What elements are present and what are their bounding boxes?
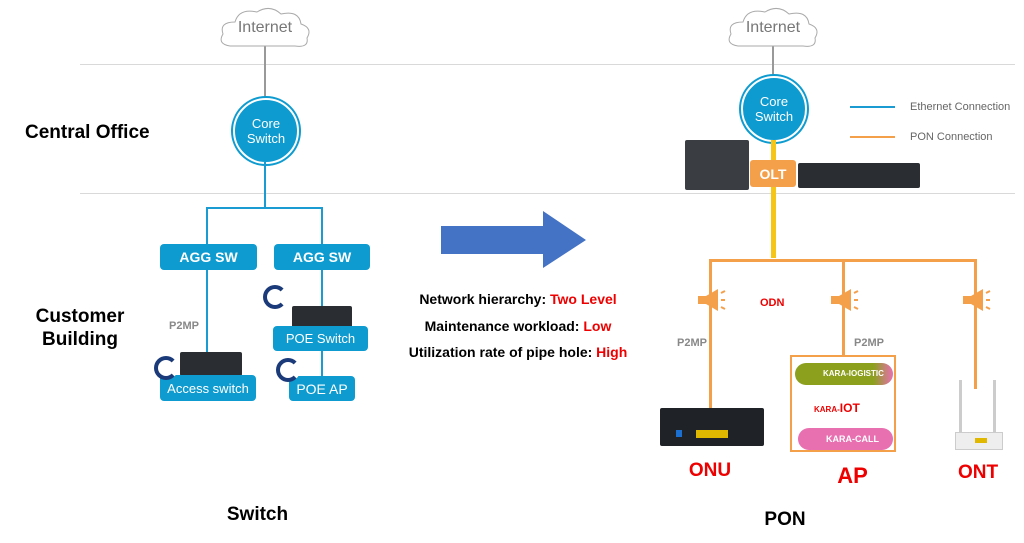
divider xyxy=(80,64,1015,65)
pon-link xyxy=(709,259,712,409)
internet-link xyxy=(264,40,266,98)
central-office-label: Central Office xyxy=(25,122,150,143)
access-switch: Access switch xyxy=(160,375,256,401)
agg-switch-2: AGG SW xyxy=(274,244,370,270)
ethernet-link xyxy=(264,162,266,208)
odn-label: ODN xyxy=(760,297,785,309)
p2mp-label: P2MP xyxy=(854,337,884,349)
internet-label: Internet xyxy=(745,19,801,36)
onu-device-icon xyxy=(660,408,764,446)
olt-trunk-link xyxy=(771,140,776,258)
legend-pon-swatch xyxy=(850,136,895,138)
transition-arrow-icon xyxy=(441,211,586,268)
legend-ethernet-label: Ethernet Connection xyxy=(910,101,1011,113)
olt-chassis-icon xyxy=(685,140,749,190)
switch-title: Switch xyxy=(226,504,289,525)
kara-logistic-logo: KARA-IOGISTIC xyxy=(795,363,893,385)
poe-ap: POE AP xyxy=(289,376,355,401)
ont-device-icon xyxy=(955,380,1003,450)
internet-link xyxy=(772,40,774,76)
internet-cloud-icon: Internet xyxy=(215,6,315,52)
legend-pon-label: PON Connection xyxy=(910,131,993,143)
g-logo-icon xyxy=(276,358,300,382)
agg-switch-1: AGG SW xyxy=(160,244,257,270)
kara-call-logo: KARA-CALL xyxy=(798,428,893,450)
core-switch-right: Core Switch xyxy=(741,76,807,142)
kara-iot-logo: KARA-IOT xyxy=(814,401,860,415)
legend-ethernet-swatch xyxy=(850,106,895,108)
comparison-list: Network hierarchy: Two Level Maintenance… xyxy=(380,286,656,366)
pon-title: PON xyxy=(764,509,806,530)
ont-label: ONT xyxy=(957,462,999,483)
p2mp-label: P2MP xyxy=(169,320,199,332)
comparison-item: Utilization rate of pipe hole: High xyxy=(408,344,628,360)
onu-label: ONU xyxy=(688,460,732,481)
g-logo-icon xyxy=(263,285,287,309)
divider xyxy=(80,193,1015,194)
splitter-icon xyxy=(963,289,991,311)
poe-switch: POE Switch xyxy=(273,326,368,351)
ap-label: AP xyxy=(837,463,868,488)
access-switch-device-icon xyxy=(180,352,242,376)
comparison-item: Maintenance workload: Low xyxy=(424,317,612,334)
pon-link xyxy=(842,259,845,355)
core-switch-left: Core Switch xyxy=(233,98,299,164)
olt: OLT xyxy=(750,160,796,187)
ethernet-link xyxy=(321,207,323,387)
splitter-icon xyxy=(698,289,726,311)
pon-link xyxy=(974,259,977,389)
olt-rack-icon xyxy=(798,163,920,188)
poe-switch-device-icon xyxy=(292,306,352,328)
splitter-icon xyxy=(831,289,859,311)
ap-box: KARA-IOGISTIC KARA-IOT KARA-CALL xyxy=(790,355,896,452)
g-logo-icon xyxy=(154,356,178,380)
internet-label: Internet xyxy=(237,19,293,36)
ethernet-link xyxy=(206,207,208,390)
comparison-item: Network hierarchy: Two Level xyxy=(419,291,617,307)
p2mp-label: P2MP xyxy=(677,337,707,349)
internet-cloud-icon: Internet xyxy=(723,6,823,52)
customer-building-label: Customer Building xyxy=(35,306,125,350)
ethernet-link xyxy=(207,207,323,209)
